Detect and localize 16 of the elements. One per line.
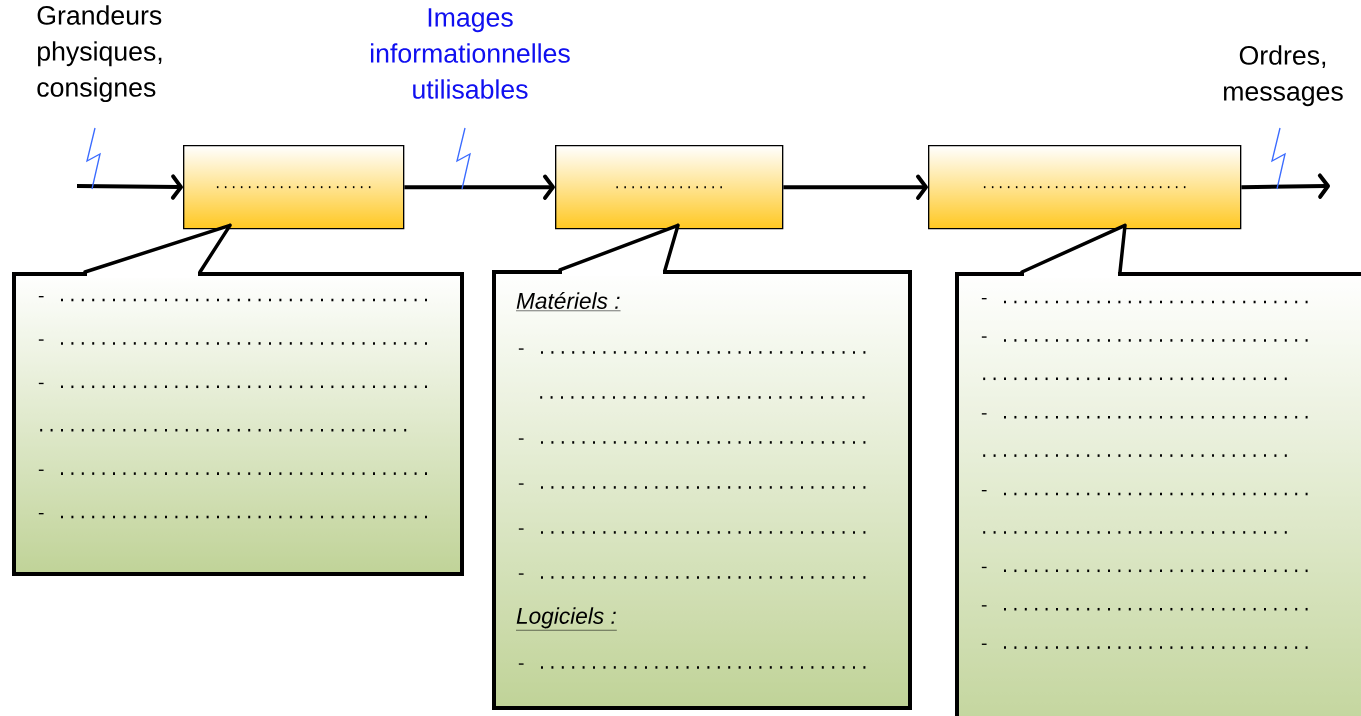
arrow	[783, 174, 928, 200]
edge-label: Images informationnelles utilisables	[371, 8, 570, 99]
callout-pointer	[1020, 223, 1127, 278]
callout-pointer	[558, 223, 680, 276]
callout-box: - .............................. - .............................. .............................. - .............................. .............................. - .............................. .............................. - .............................. - .............................. - ..............................	[955, 272, 1361, 716]
process-box: ....................	[183, 145, 405, 230]
callout-box: Matériels : - ................................ ................................ - ................................ - ................................ - ................................ - ................................ Logiciels : - ................................	[492, 270, 912, 710]
process-box: ..........................	[928, 145, 1242, 230]
edge-label: Grandeurs physiques, consignes	[37, 5, 162, 103]
arrow	[77, 174, 183, 200]
process-box: ..............	[555, 145, 784, 230]
arrow	[404, 174, 555, 200]
callout-pointer	[83, 223, 232, 278]
callout-box: - .................................... - .................................... - .................................... .................................... - .................................... - ....................................	[12, 272, 464, 576]
edge-label: Ordres, messages	[1224, 45, 1343, 107]
arrow	[1241, 173, 1330, 199]
